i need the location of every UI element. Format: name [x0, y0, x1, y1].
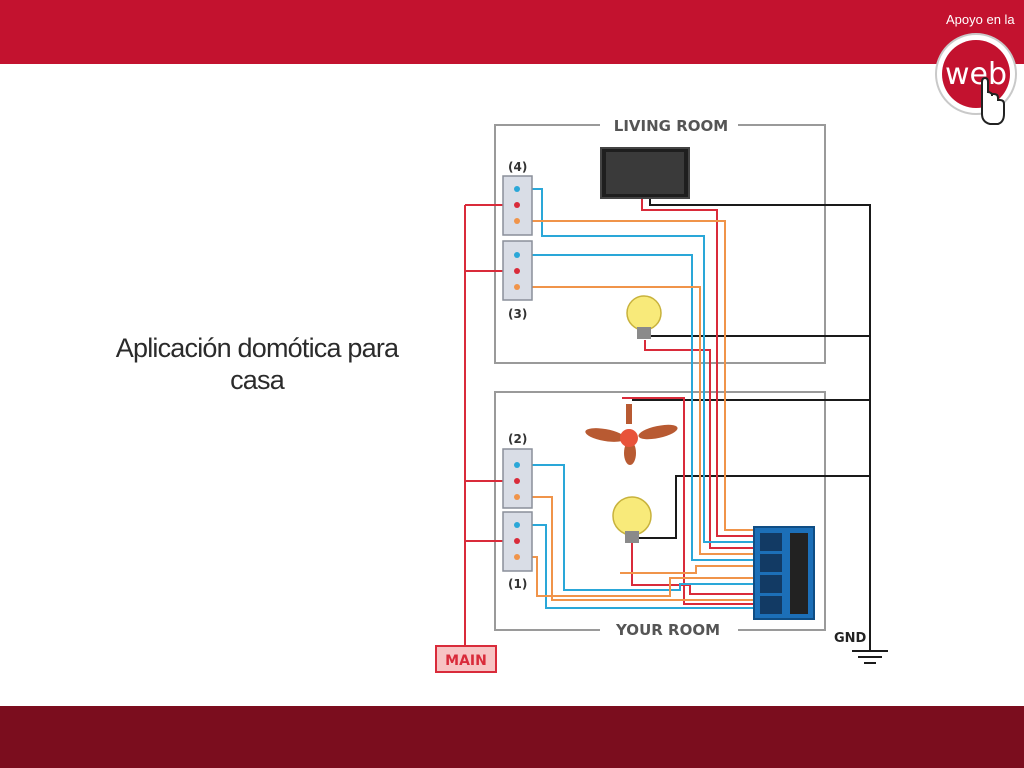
switch-1-label: (1) [508, 577, 527, 591]
light-bulb-icon [612, 496, 652, 543]
switch-3-label: (3) [508, 307, 527, 321]
ceiling-fan-icon [585, 404, 678, 465]
main-box: MAIN [435, 645, 497, 673]
slide-title-line-1: Aplicación domótica para [115, 333, 399, 363]
top-banner [0, 0, 1024, 64]
ground-wires [632, 197, 871, 650]
gnd-label: GND [834, 631, 867, 646]
bottom-banner [0, 706, 1024, 768]
slide-title-line-2: casa [230, 365, 285, 395]
switch-4-label: (4) [508, 160, 527, 174]
switch-terminals [514, 186, 520, 560]
light-bulb-icon [626, 295, 662, 339]
brand-caption: Apoyo en la [946, 12, 1015, 27]
home-automation-wiring-diagram: LIVING ROOM YOUR ROOM GND MAIN [435, 116, 888, 673]
main-label: MAIN [445, 653, 487, 669]
pointer-hand-icon [981, 76, 1005, 125]
slide-title: Aplicación domótica para casa [92, 332, 422, 396]
ground-symbol [852, 650, 888, 664]
relay-module [753, 526, 815, 620]
tv-icon [600, 147, 690, 199]
switch-2-label: (2) [508, 432, 527, 446]
web-logo[interactable]: web [932, 32, 1024, 136]
logo-text: web [945, 57, 1007, 92]
living-room-label: LIVING ROOM [614, 117, 728, 135]
your-room-label: YOUR ROOM [615, 621, 720, 639]
load-wires [517, 220, 755, 601]
